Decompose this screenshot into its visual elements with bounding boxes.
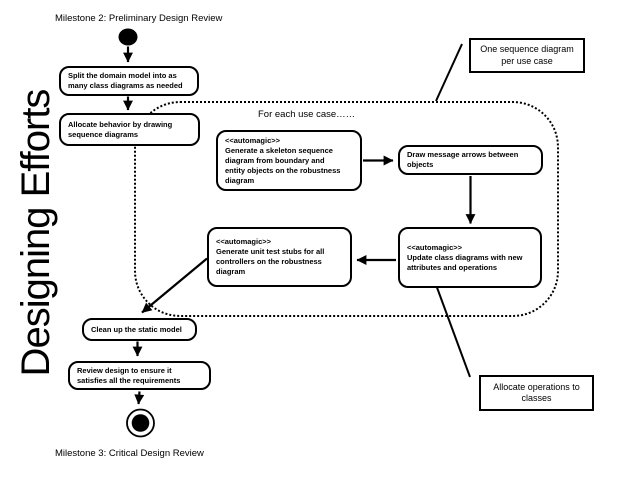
stereotype-label: <<automagic>>	[407, 242, 463, 252]
for-each-use-case-region	[134, 101, 559, 317]
milestone-3-label: Milestone 3: Critical Design Review	[55, 448, 204, 459]
activity-generate-skeleton-sequence: <<automagic>> Generate a skeleton sequen…	[216, 130, 362, 191]
stereotype-label: <<automagic>>	[216, 237, 272, 246]
activity-clean-up-static-model: Clean up the static model	[82, 318, 197, 341]
activity-generate-unit-test-stubs: <<automagic>> Generate unit test stubs f…	[207, 227, 352, 287]
activity-draw-message-arrows: Draw message arrows between objects	[398, 145, 543, 175]
note-allocate-operations: Allocate operations to classes	[479, 375, 594, 411]
region-label: For each use case……	[258, 109, 356, 120]
final-node-inner-dot	[131, 414, 150, 432]
note-one-sequence-per-use-case: One sequence diagram per use case	[469, 38, 585, 73]
activity-text: Generate unit test stubs for all control…	[216, 247, 325, 276]
milestone-2-label: Milestone 2: Preliminary Design Review	[55, 13, 223, 24]
activity-text: Generate a skeleton sequence diagram fro…	[225, 145, 341, 185]
initial-node	[118, 28, 138, 46]
activity-text: Update class diagrams with new attribute…	[407, 252, 523, 272]
activity-allocate-behavior: Allocate behavior by drawing sequence di…	[59, 113, 200, 146]
activity-review-design: Review design to ensure it satisfies all…	[68, 361, 211, 390]
diagram-title: Designing Efforts	[14, 89, 58, 377]
final-node-outer-ring	[126, 408, 155, 438]
stereotype-label: <<automagic>>	[225, 135, 281, 145]
activity-split-domain-model: Split the domain model into as many clas…	[59, 66, 199, 96]
note-line-one-sequence	[435, 43, 463, 102]
arrow-review-to-final	[134, 391, 145, 405]
activity-update-class-diagrams: <<automagic>> Update class diagrams with…	[398, 227, 542, 288]
